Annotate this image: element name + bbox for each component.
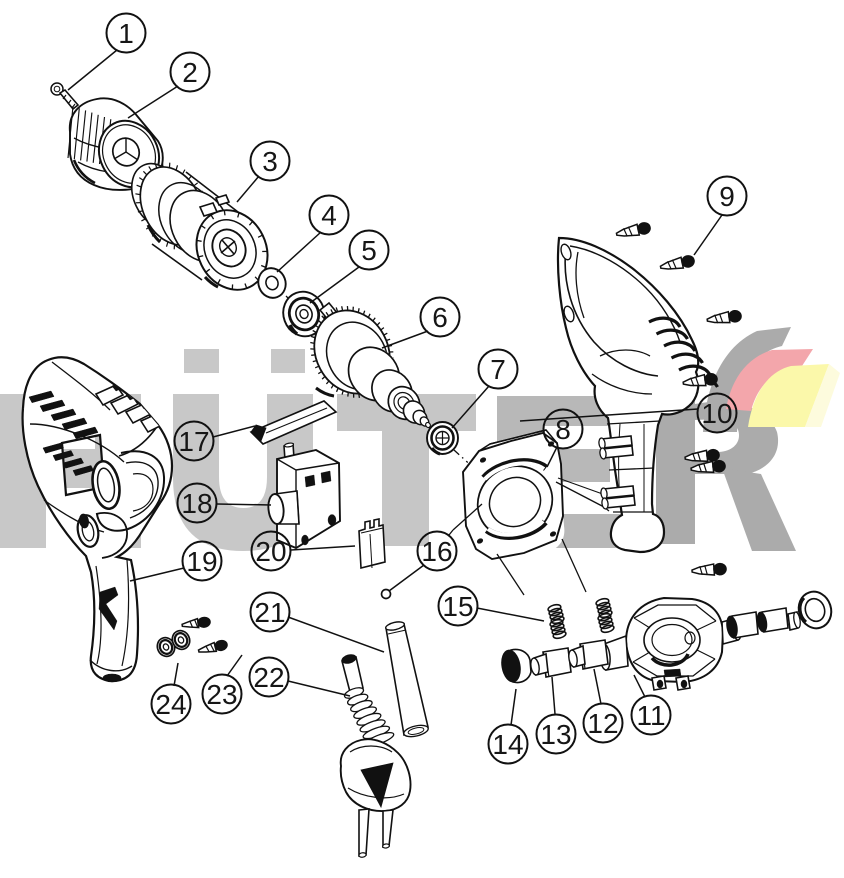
svg-text:19: 19 (186, 546, 217, 577)
svg-text:15: 15 (442, 591, 473, 622)
svg-text:22: 22 (253, 662, 284, 693)
svg-text:17: 17 (178, 426, 209, 457)
svg-text:1: 1 (118, 18, 134, 49)
svg-text:21: 21 (254, 597, 285, 628)
svg-text:12: 12 (587, 708, 618, 739)
svg-text:2: 2 (182, 57, 198, 88)
svg-text:5: 5 (361, 235, 377, 266)
svg-text:13: 13 (540, 719, 571, 750)
svg-text:20: 20 (255, 536, 286, 567)
svg-text:6: 6 (432, 302, 448, 333)
svg-text:11: 11 (636, 700, 665, 731)
svg-text:8: 8 (555, 414, 571, 445)
svg-text:10: 10 (701, 398, 732, 429)
svg-text:16: 16 (421, 536, 452, 567)
svg-text:4: 4 (321, 200, 337, 231)
svg-text:23: 23 (206, 679, 237, 710)
svg-text:18: 18 (181, 488, 212, 519)
svg-text:9: 9 (719, 181, 735, 212)
svg-text:7: 7 (490, 354, 506, 385)
svg-text:3: 3 (262, 146, 278, 177)
svg-text:14: 14 (492, 729, 523, 760)
svg-text:24: 24 (155, 689, 186, 720)
